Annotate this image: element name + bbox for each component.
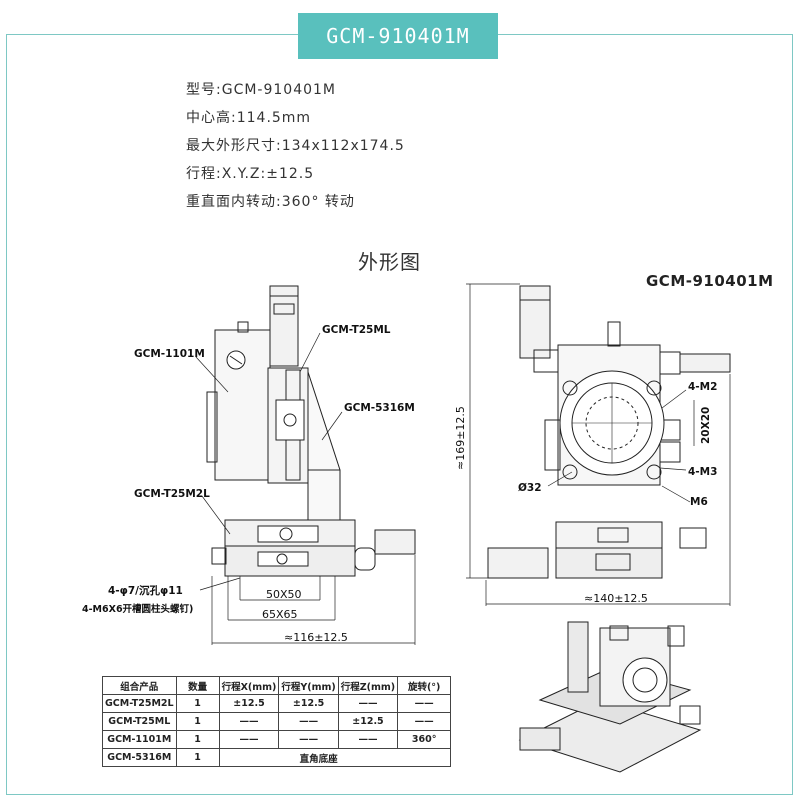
- combination-table: 组合产品 数量 行程X(mm) 行程Y(mm) 行程Z(mm) 旋转(°) GC…: [102, 676, 452, 767]
- label-gcm-5316m: GCM-5316M: [344, 402, 415, 414]
- table-header: 旋转(°): [397, 676, 452, 695]
- dim-50x50: 50X50: [266, 588, 302, 601]
- table-header: 数量: [175, 676, 220, 695]
- label-diameter-32: Ø32: [518, 482, 542, 494]
- table-cell: 1: [175, 694, 220, 713]
- table-cell: ±12.5: [218, 694, 280, 713]
- table-cell: 1: [175, 730, 220, 749]
- table-cell: GCM-5316M: [102, 748, 177, 767]
- table-cell: ±12.5: [337, 712, 399, 731]
- table-row: GCM-1101M 1 —— —— —— 360°: [102, 730, 452, 749]
- table-cell: ——: [397, 712, 452, 731]
- label-gcm-1101m: GCM-1101M: [134, 348, 205, 360]
- table-header: 行程Z(mm): [337, 676, 399, 695]
- table-cell: 1: [175, 748, 220, 767]
- spec-max-size: 最大外形尺寸:134x112x174.5: [186, 138, 405, 154]
- table-cell: 360°: [397, 730, 452, 749]
- spec-model: 型号:GCM-910401M: [186, 82, 336, 98]
- table-cell: ——: [278, 712, 339, 731]
- spec-center-height: 中心高:114.5mm: [186, 110, 312, 126]
- dim-116: ≈116±12.5: [284, 631, 348, 644]
- table-cell: ——: [218, 712, 280, 731]
- dim-65x65: 65X65: [262, 608, 298, 621]
- table-cell: 1: [175, 712, 220, 731]
- label-20x20: 20X20: [700, 406, 712, 444]
- table-cell: 直角底座: [218, 748, 452, 767]
- spec-travel: 行程:X.Y.Z:±12.5: [186, 166, 315, 182]
- label-gcm-t25m2l: GCM-T25M2L: [134, 488, 210, 500]
- hole-note: 4-φ7/沉孔φ11: [108, 585, 183, 597]
- table-cell: ——: [397, 694, 452, 713]
- front-view-model-label: GCM-910401M: [646, 272, 774, 290]
- table-header: 行程X(mm): [218, 676, 280, 695]
- label-4-m2: 4-M2: [688, 381, 718, 393]
- table-cell: ——: [337, 730, 399, 749]
- spec-rotation: 重直面内转动:360° 转动: [186, 194, 355, 210]
- spec-list: 型号:GCM-910401M 中心高:114.5mm 最大外形尺寸:134x11…: [186, 76, 405, 216]
- table-header: 组合产品: [102, 676, 177, 695]
- dim-169: ≈169±12.5: [454, 406, 467, 470]
- table-cell: GCM-T25ML: [102, 712, 177, 731]
- product-title-badge: GCM-910401M: [298, 13, 498, 59]
- table-header-row: 组合产品 数量 行程X(mm) 行程Y(mm) 行程Z(mm) 旋转(°): [102, 676, 452, 695]
- table-cell: GCM-T25M2L: [102, 694, 177, 713]
- table-cell: GCM-1101M: [102, 730, 177, 749]
- table-cell: ——: [337, 694, 399, 713]
- table-row: GCM-T25ML 1 —— —— ±12.5 ——: [102, 712, 452, 731]
- dim-140: ≈140±12.5: [584, 592, 648, 605]
- table-row: GCM-T25M2L 1 ±12.5 ±12.5 —— ——: [102, 694, 452, 713]
- table-row: GCM-5316M 1 直角底座: [102, 748, 452, 767]
- table-cell: ——: [218, 730, 280, 749]
- screw-note: 4-M6X6开槽圆柱头螺钉): [82, 604, 194, 615]
- table-cell: ——: [278, 730, 339, 749]
- table-cell: ±12.5: [278, 694, 339, 713]
- label-gcm-t25ml: GCM-T25ML: [322, 324, 391, 336]
- label-m6: M6: [690, 496, 708, 508]
- drawing-title: 外形图: [358, 250, 421, 274]
- table-header: 行程Y(mm): [278, 676, 339, 695]
- label-4-m3: 4-M3: [688, 466, 718, 478]
